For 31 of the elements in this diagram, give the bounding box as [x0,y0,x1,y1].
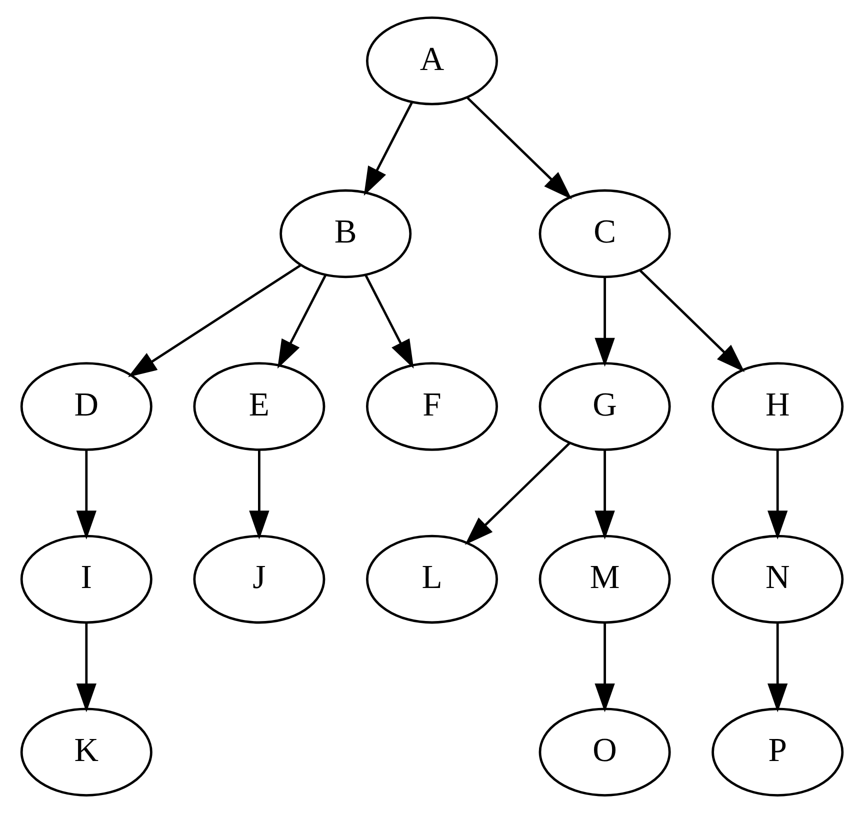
arrow [76,450,96,540]
arrow [364,274,414,369]
arrow [466,96,572,200]
arrow [249,450,270,540]
arrow [464,442,571,545]
node-ellipse: J [193,534,326,624]
node-ellipse: I [20,534,152,624]
node-ellipse: M [538,534,671,624]
arrow [594,278,615,367]
arrow [594,450,615,540]
arrow [768,623,788,712]
node-ellipse: O [538,708,671,796]
node-ellipse: H [712,362,844,451]
node-ellipse: A [366,16,498,106]
arrow [76,623,96,712]
node-ellipse: P [712,708,844,796]
arrow [638,269,745,372]
arrow [768,450,788,540]
arrow [594,623,615,712]
node-ellipse: G [538,362,671,451]
arrow [128,264,302,378]
node-ellipse: L [366,534,498,624]
node-ellipse: K [20,708,152,796]
arrow [277,274,327,369]
node-ellipse: B [280,189,412,278]
node-ellipse: N [712,534,844,624]
node-ellipse: F [366,362,498,451]
node-ellipse: E [193,362,326,451]
arrow [364,102,414,196]
node-ellipse: C [538,189,671,278]
node-ellipse: D [20,362,152,451]
